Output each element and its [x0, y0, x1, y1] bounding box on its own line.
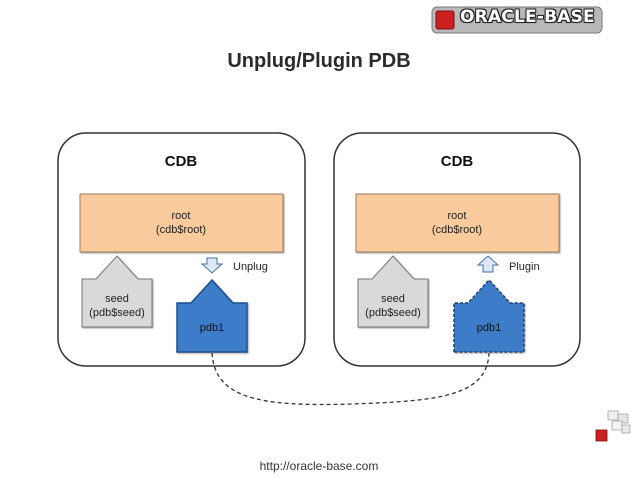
transfer-connector-line: [211, 352, 490, 406]
plugin-label: Plugin: [509, 261, 540, 273]
left-root-label: root: [172, 210, 191, 222]
right-pdb1-label: pdb1: [477, 322, 501, 334]
right-seed-label: seed: [381, 293, 405, 305]
right-seed-sublabel: (pdb$seed): [365, 307, 421, 319]
footer-url[interactable]: http://oracle-base.com: [259, 459, 379, 473]
logo-graphic: [431, 6, 603, 34]
left-seed-container: [81, 255, 153, 328]
logo-text: ORACLE-BASE: [460, 7, 595, 27]
right-root-label: root: [448, 210, 467, 222]
page-title: Unplug/Plugin PDB: [227, 50, 411, 72]
right-root-container: [355, 193, 560, 253]
logo-cube-icon: [435, 10, 455, 30]
right-pdb1-container: [453, 278, 525, 353]
right-seed-container: [357, 255, 429, 328]
right-root-sublabel: (cdb$root): [432, 224, 482, 236]
unplug-label: Unplug: [233, 261, 268, 273]
left-seed-label: seed: [105, 293, 129, 305]
left-root-container: [79, 193, 284, 253]
unplug-arrow-down-icon: [200, 257, 224, 274]
left-pdb1-container: [176, 278, 248, 353]
right-cdb-label: CDB: [441, 153, 474, 170]
decorative-cubes-icon: [595, 410, 631, 442]
left-pdb1-label: pdb1: [200, 322, 224, 334]
plugin-arrow-up-icon: [476, 255, 500, 273]
left-root-sublabel: (cdb$root): [156, 224, 206, 236]
oracle-base-logo: ORACLE-BASE: [430, 5, 604, 35]
left-cdb-label: CDB: [165, 153, 198, 170]
left-seed-sublabel: (pdb$seed): [89, 307, 145, 319]
